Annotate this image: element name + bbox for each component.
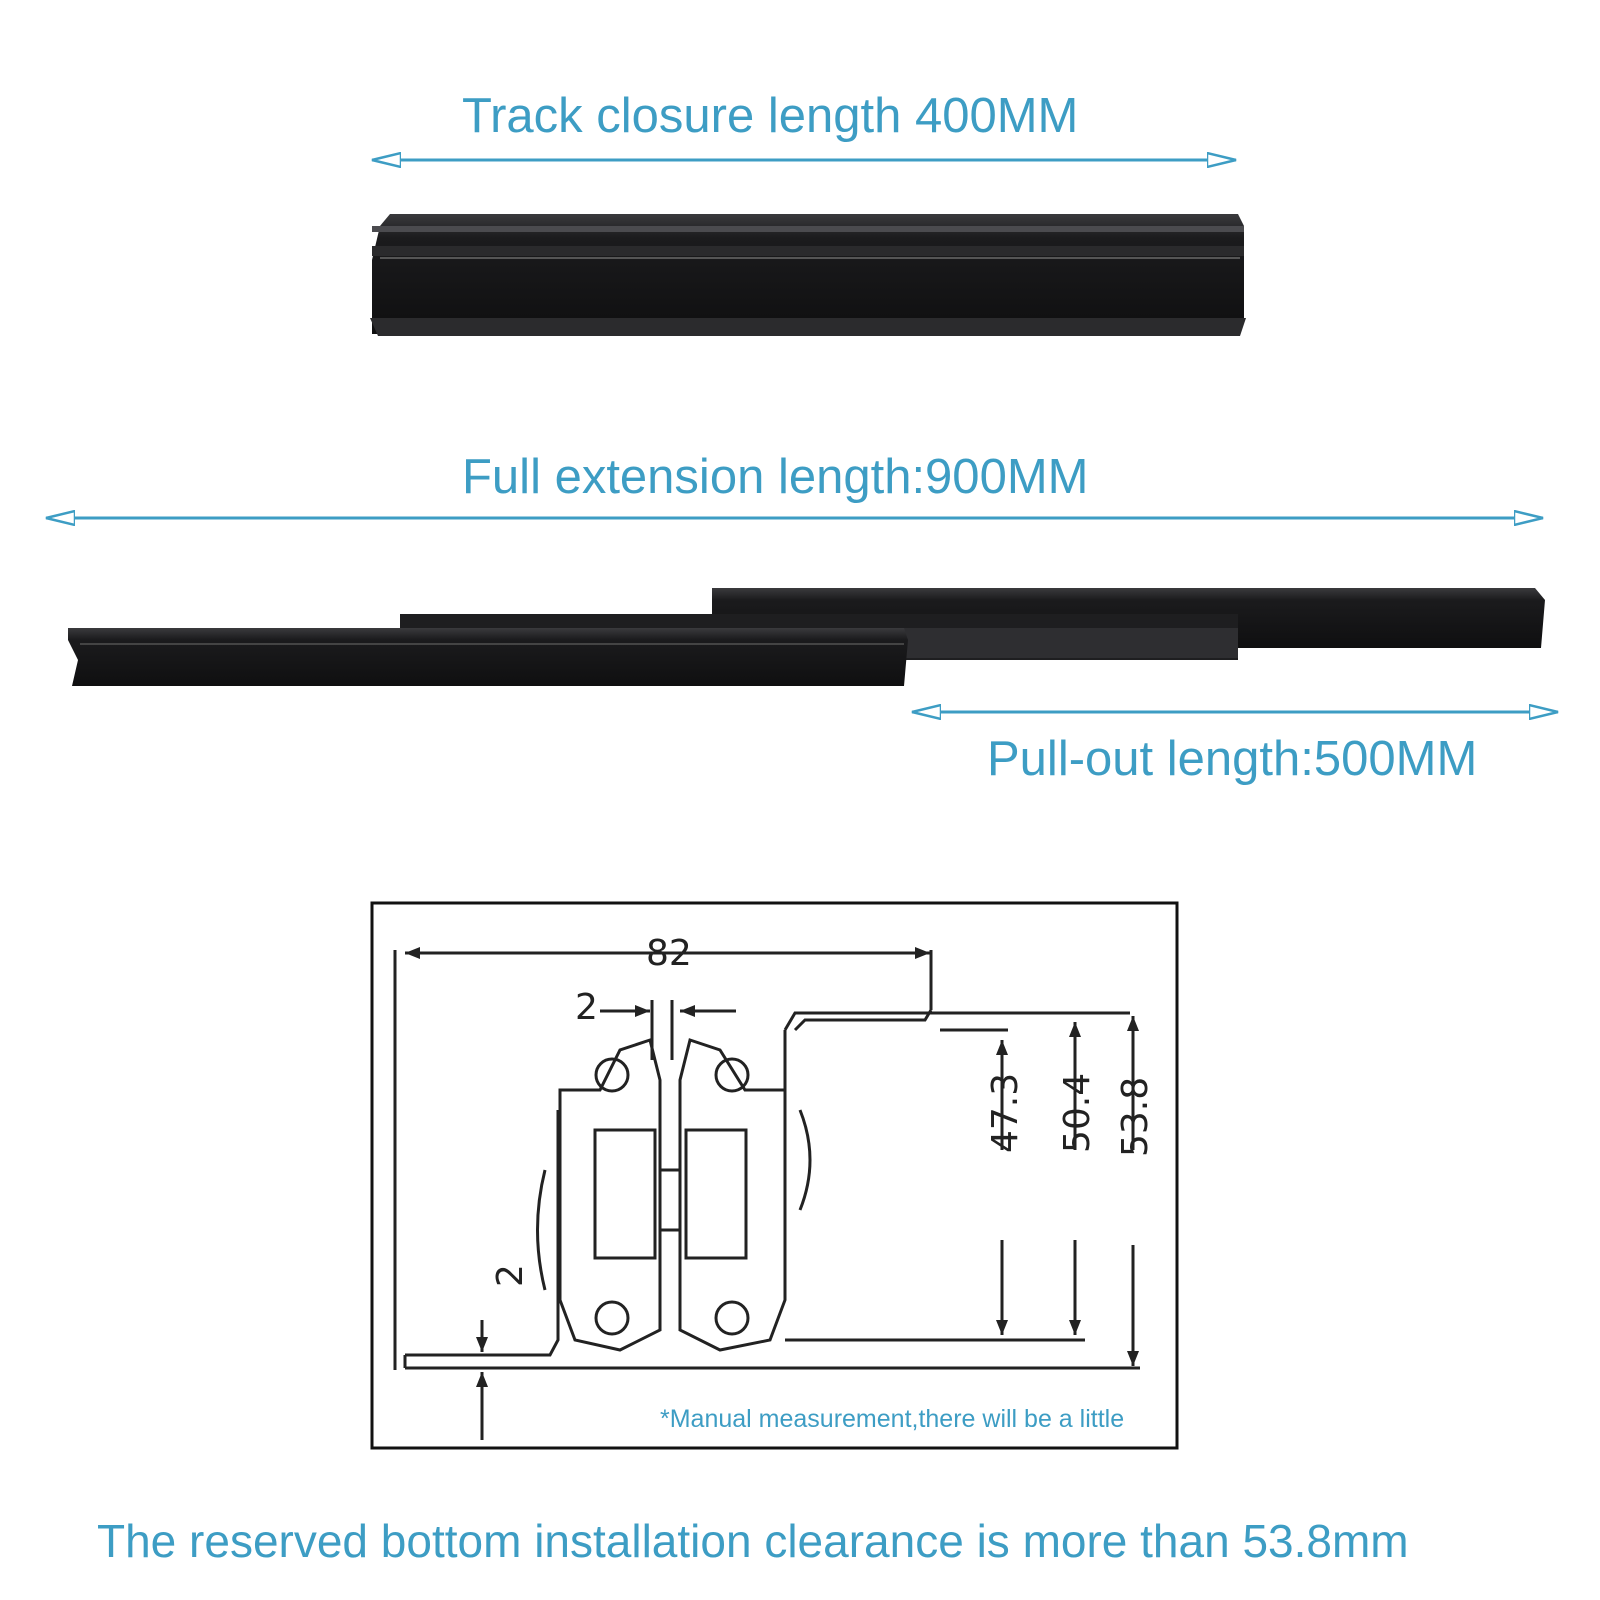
dim-gap-label: 2	[575, 987, 598, 1028]
cross-section-drawing	[393, 947, 1140, 1440]
dim-width-label: 82	[646, 933, 692, 974]
measurement-note: *Manual measurement,there will be a litt…	[660, 1405, 1125, 1433]
cross-section-frame	[370, 901, 1179, 1450]
closed-rail	[370, 214, 1246, 336]
full-extension-label: Full extension length:900MM	[462, 450, 1089, 504]
dim-height-mid-label: 50.4	[1057, 1072, 1098, 1153]
closure-length-label: Track closure length 400MM	[462, 89, 1079, 143]
dim-height-outer-label: 53.8	[1115, 1076, 1156, 1157]
bottom-clearance-label: The reserved bottom installation clearan…	[97, 1515, 1409, 1567]
pullout-length-label: Pull-out length:500MM	[987, 732, 1478, 786]
dim-height-inner-label: 47.3	[985, 1072, 1026, 1153]
dim-base-label: 2	[490, 1264, 531, 1287]
extended-rail	[68, 588, 1545, 686]
